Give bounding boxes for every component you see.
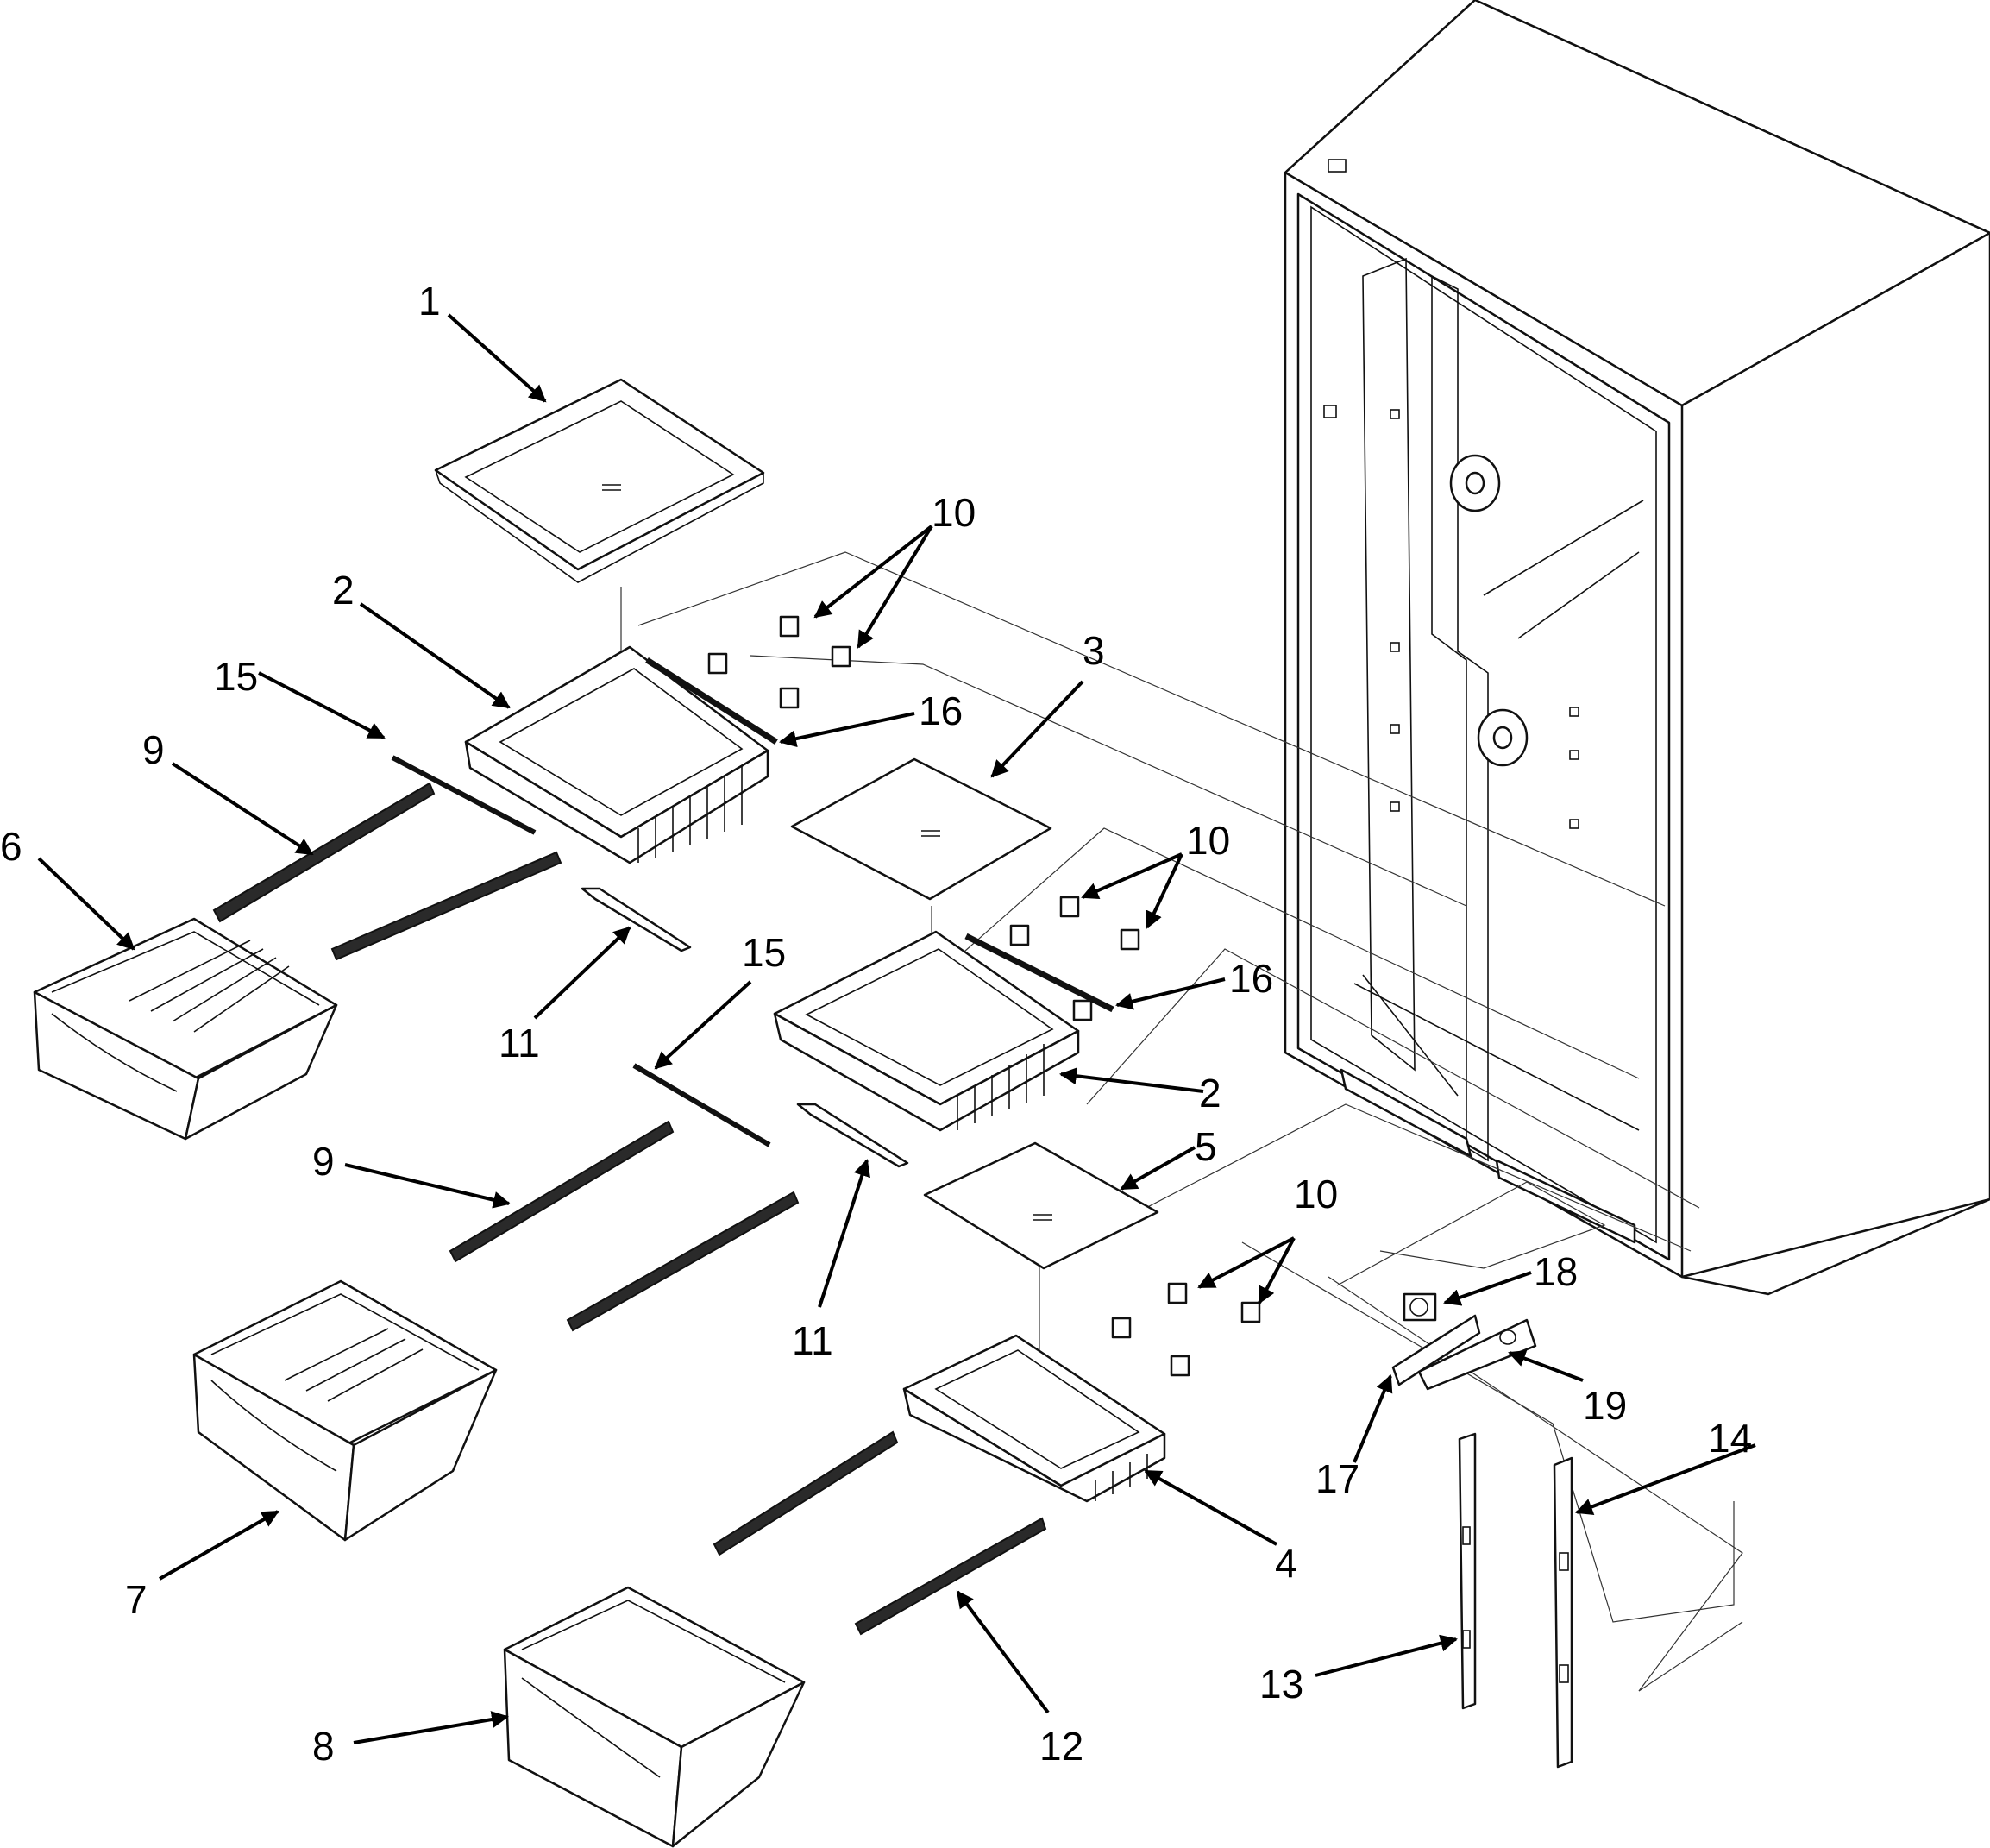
callout-11-upper: 11 (499, 1021, 540, 1065)
crisper-drawer-7 (192, 1279, 498, 1542)
refrigerator-cabinet (1284, 0, 1990, 1296)
callout-4: 4 (1275, 1541, 1297, 1586)
callout-labels: 1 2 2 3 4 5 6 7 8 9 9 10 10 10 11 11 12 … (0, 279, 1752, 1769)
callout-6: 6 (0, 824, 22, 869)
callout-17: 17 (1315, 1456, 1359, 1501)
callout-5: 5 (1195, 1124, 1217, 1169)
callout-11-lower: 11 (792, 1318, 833, 1363)
glass-panel-3 (790, 757, 1052, 901)
callout-9-upper: 9 (142, 727, 165, 772)
callout-7: 7 (125, 1577, 148, 1622)
callout-19: 19 (1583, 1383, 1627, 1428)
callout-14: 14 (1708, 1416, 1752, 1461)
callout-16-lower: 16 (1229, 956, 1273, 1001)
callout-3: 3 (1083, 628, 1105, 673)
callout-1: 1 (418, 279, 441, 324)
callout-10-middle: 10 (1186, 818, 1230, 863)
drawer-slide-rails (212, 782, 1047, 1636)
shelf-frame-lower (773, 930, 1080, 1132)
callout-16-upper: 16 (919, 688, 963, 733)
rods-15 (391, 755, 771, 1147)
vertical-strips (1458, 1432, 1573, 1769)
shelf-frame-upper (464, 645, 769, 864)
shelf-support-rods (645, 657, 1114, 1013)
callout-2-upper: 2 (332, 568, 355, 613)
callout-18: 18 (1534, 1249, 1578, 1294)
callout-2-lower: 2 (1199, 1071, 1221, 1116)
callout-15-lower: 15 (742, 930, 786, 975)
callout-9-lower: 9 (312, 1139, 335, 1184)
shelf-frame-4 (902, 1334, 1166, 1503)
callout-13: 13 (1259, 1662, 1303, 1707)
cover-parts (1391, 1292, 1537, 1391)
deli-drawer-8 (503, 1586, 806, 1848)
callout-10-bottom: 10 (1294, 1172, 1338, 1216)
clips-11 (581, 887, 909, 1168)
crisper-drawer-6 (33, 917, 338, 1141)
callout-8: 8 (312, 1724, 335, 1769)
callout-10-top: 10 (932, 490, 976, 535)
callout-15-upper: 15 (214, 654, 258, 699)
leader-lines (37, 313, 1756, 1744)
shelf-brackets (707, 615, 1261, 1377)
callout-12: 12 (1039, 1724, 1083, 1769)
glass-panel-5 (923, 1141, 1159, 1270)
glass-shelf-1 (434, 378, 765, 583)
